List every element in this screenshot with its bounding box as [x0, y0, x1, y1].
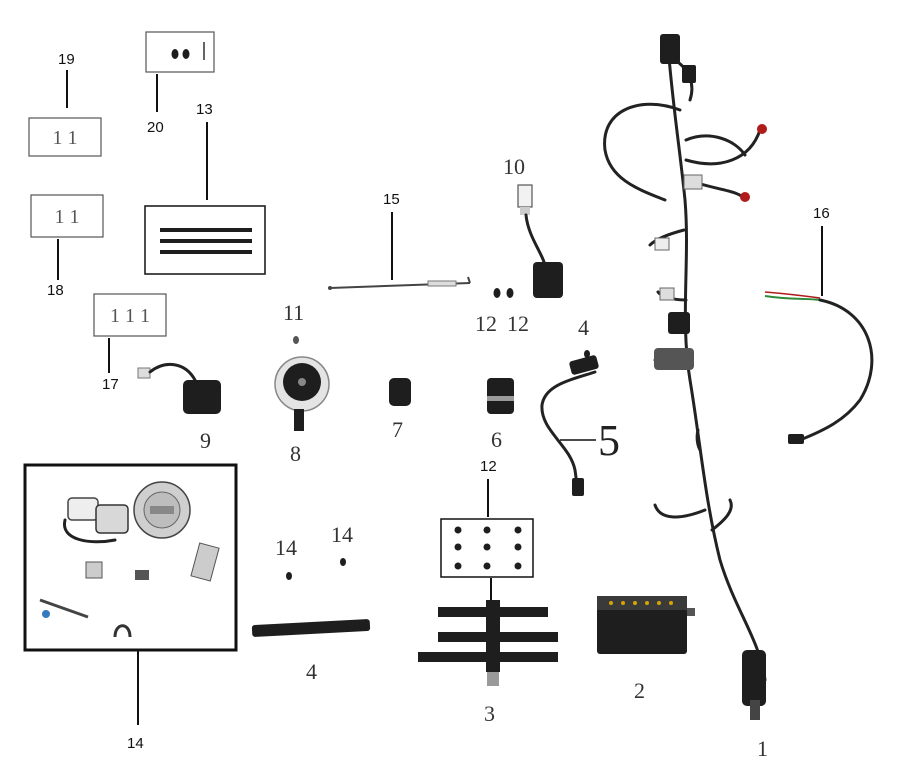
item-8: 8 — [274, 356, 330, 466]
label-20: 20 — [147, 119, 164, 136]
label-19: 19 — [58, 51, 75, 68]
label-18: 18 — [47, 282, 64, 299]
label-14-a: 14 — [127, 735, 144, 752]
box-18-text: 1 1 — [55, 206, 80, 228]
item-10: 10 — [503, 154, 563, 298]
box-18 — [30, 194, 104, 238]
item-4-screw: 4 — [578, 315, 590, 358]
label-9: 9 — [200, 428, 211, 453]
item-11: 11 — [283, 300, 304, 344]
label-17: 17 — [102, 376, 119, 393]
label-7: 7 — [392, 417, 403, 442]
label-12-c: 12 — [480, 458, 497, 475]
item-7: 7 — [389, 378, 411, 442]
item-16: 16 — [764, 205, 874, 444]
label-12-b: 12 — [507, 311, 529, 336]
label-5: 5 — [598, 416, 620, 465]
item-3: 3 — [418, 578, 558, 726]
label-14-c: 14 — [331, 522, 353, 547]
item-19: 19 1 1 — [28, 51, 102, 157]
item-1-harness: 1 — [603, 34, 768, 761]
label-15: 15 — [383, 191, 400, 208]
box-17 — [93, 293, 167, 337]
label-1: 1 — [757, 736, 768, 761]
label-16: 16 — [813, 205, 830, 222]
label-13: 13 — [196, 101, 213, 118]
item-14: 14 — [23, 463, 238, 752]
label-4-b: 4 — [306, 659, 317, 684]
label-10: 10 — [503, 154, 525, 179]
item-18: 1 1 18 — [30, 194, 104, 299]
item-12-box: 12 — [440, 458, 534, 578]
item-4-bar: 4 — [251, 619, 371, 684]
item-2: 2 — [597, 596, 695, 703]
box-19-text: 1 1 — [53, 127, 78, 149]
label-4-a: 4 — [578, 315, 589, 340]
label-8: 8 — [290, 441, 301, 466]
label-14-b: 14 — [275, 535, 297, 560]
item-14-screws: 14 14 — [275, 522, 353, 580]
box-17-text: 1 1 1 — [110, 305, 150, 327]
item-17: 1 1 1 17 — [93, 293, 167, 393]
label-12-a: 12 — [475, 311, 497, 336]
item-13: 13 — [144, 101, 266, 275]
label-3: 3 — [484, 701, 495, 726]
box-19 — [28, 117, 102, 157]
item-15: 15 — [328, 191, 471, 290]
item-9: 9 — [137, 363, 221, 453]
box-20 — [145, 31, 215, 73]
label-11: 11 — [283, 300, 304, 325]
label-2: 2 — [634, 678, 645, 703]
item-12-screws: 12 12 — [475, 288, 529, 336]
item-20: 20 — [145, 31, 215, 136]
label-6: 6 — [491, 427, 502, 452]
item-6: 6 — [487, 378, 514, 452]
item-5: 5 — [540, 355, 620, 496]
